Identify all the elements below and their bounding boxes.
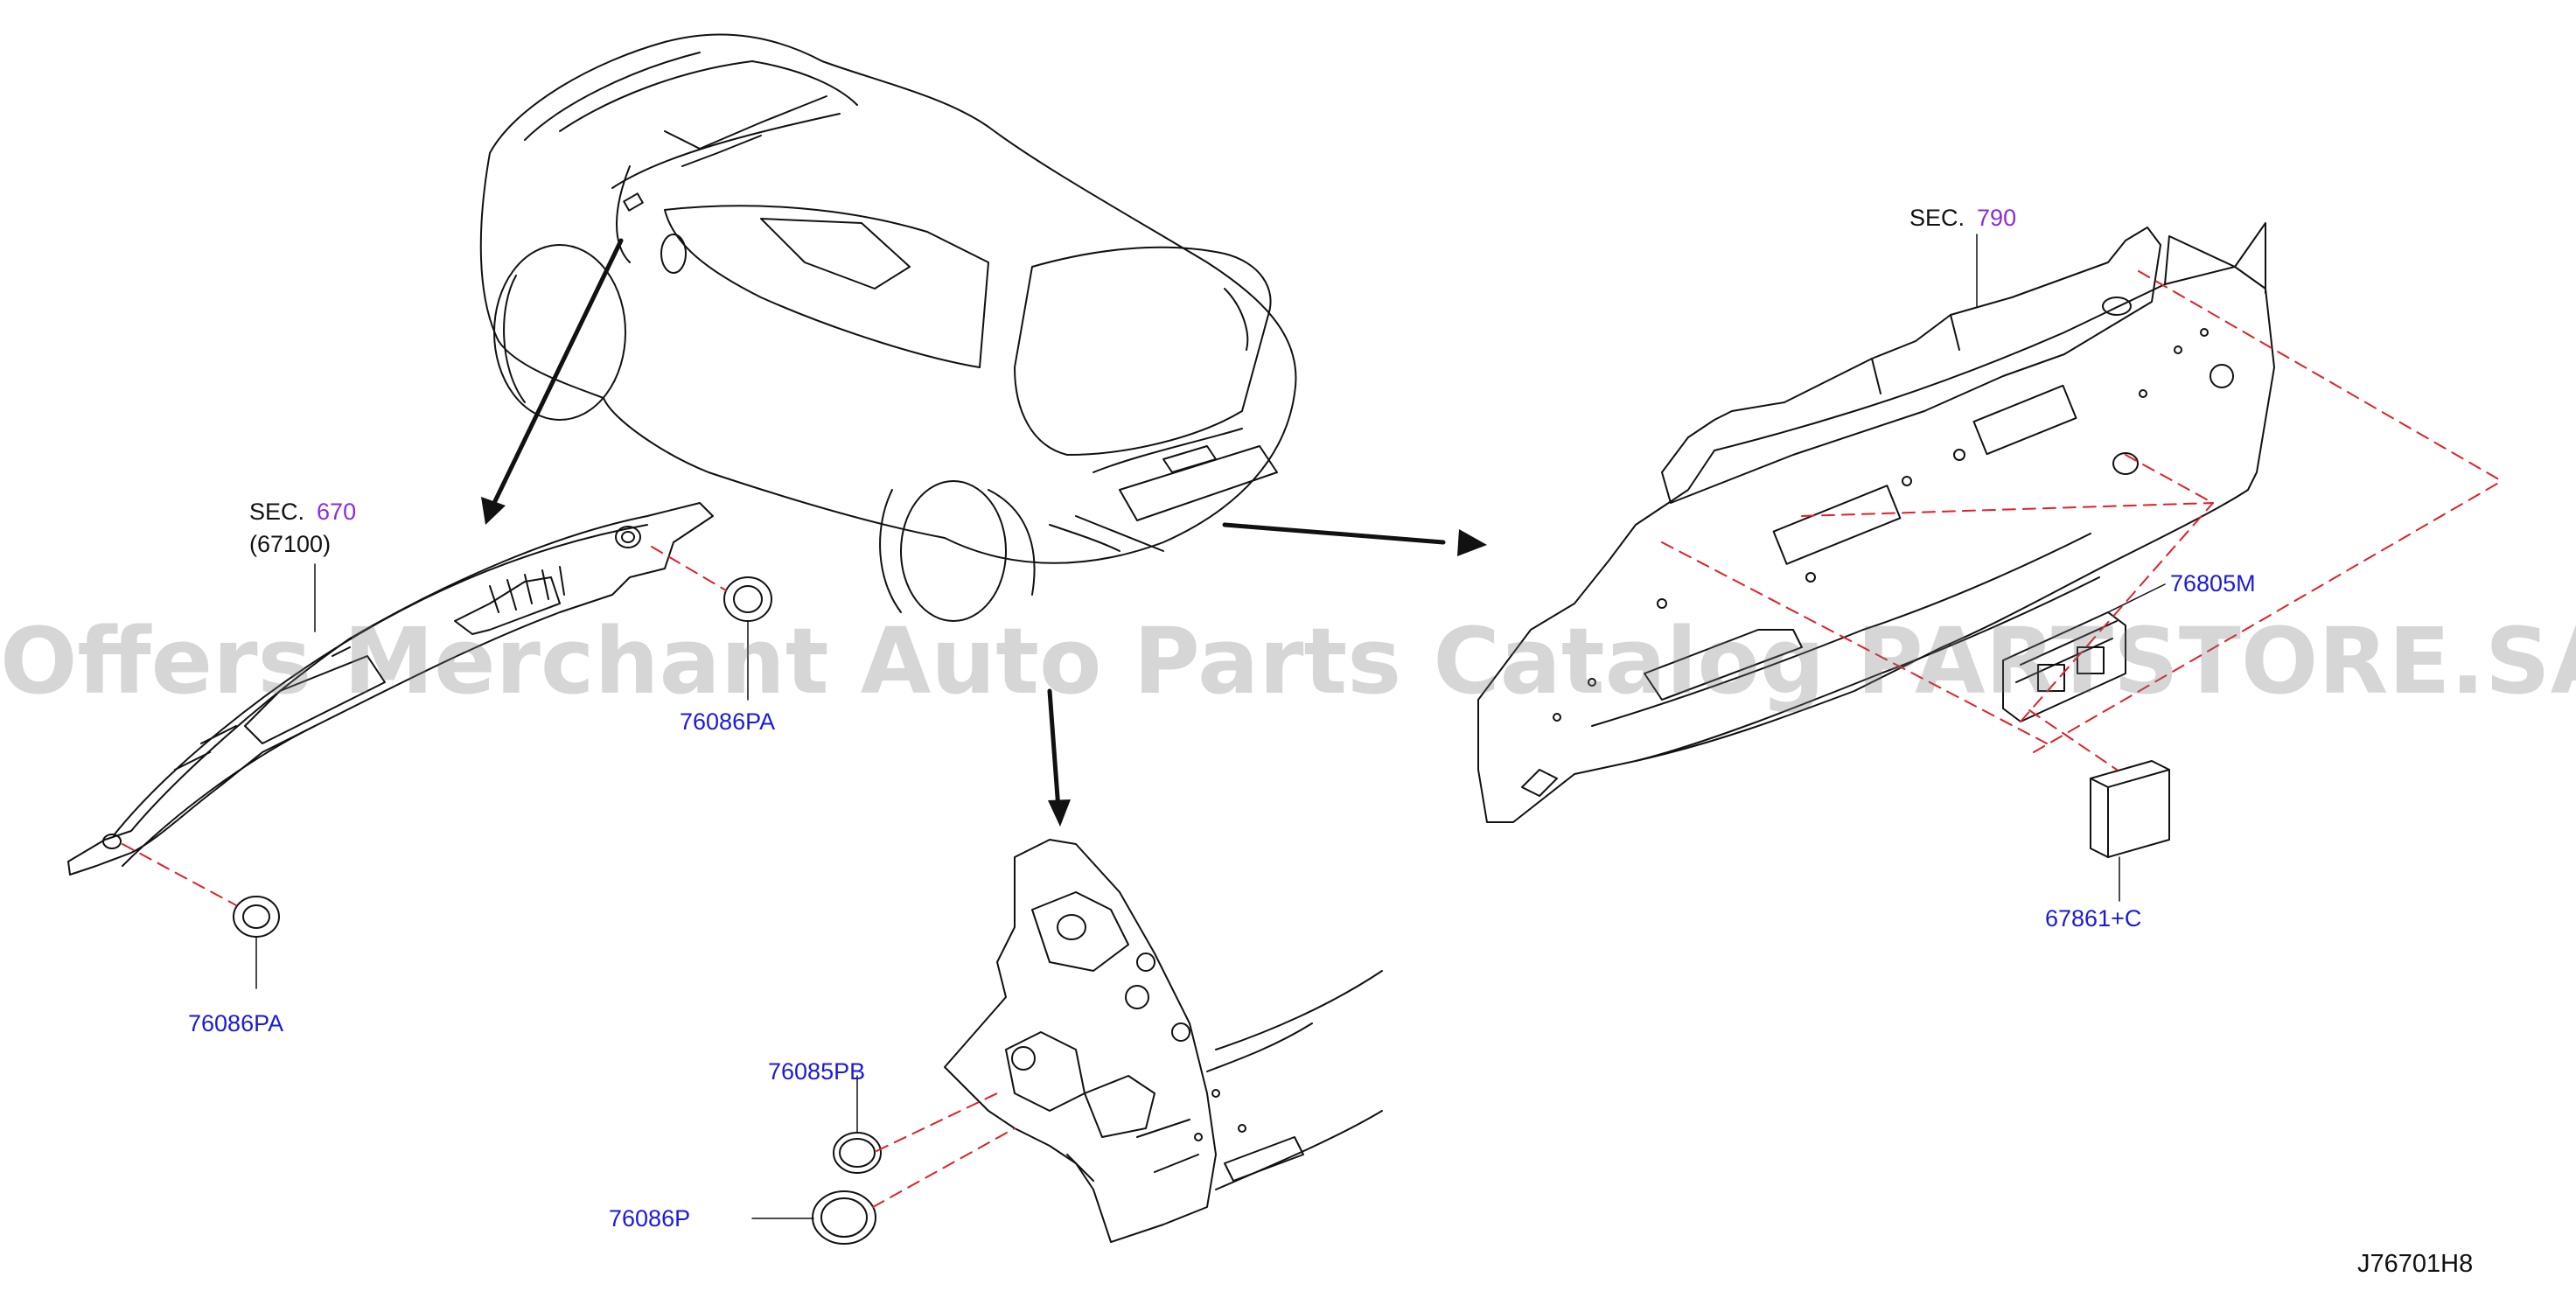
section-prefix: SEC. xyxy=(1909,205,1965,231)
block-67861C xyxy=(2090,760,2170,858)
section-label-790: SEC. 790 xyxy=(1909,205,2016,231)
section-prefix: SEC. xyxy=(249,499,305,525)
part-label-76805M[interactable]: 76805M xyxy=(2170,570,2256,597)
section-label-670: SEC. 670 xyxy=(249,499,356,525)
section-number[interactable]: 670 xyxy=(317,499,357,525)
dashed-leaders xyxy=(122,270,2503,1208)
part-label-76085PB[interactable]: 76085PB xyxy=(768,1058,866,1085)
part-label-67861C[interactable]: 67861+C xyxy=(2045,905,2142,932)
rear-panel xyxy=(1477,222,2275,823)
pointer-arrows xyxy=(492,238,1446,812)
part-label-76086PA-left[interactable]: 76086PA xyxy=(188,1010,284,1036)
quarter-inner-panel xyxy=(944,839,1383,1243)
leader-lines xyxy=(255,234,2166,1219)
part-label-76086P[interactable]: 76086P xyxy=(609,1205,691,1232)
section-sub-67100: (67100) xyxy=(249,531,332,557)
roof-rail-panel xyxy=(67,502,714,876)
clip-76805M xyxy=(2002,611,2126,722)
part-label-76086PA-right[interactable]: 76086PA xyxy=(680,708,776,735)
section-number[interactable]: 790 xyxy=(1977,205,2017,231)
vehicle-illustration xyxy=(479,33,1297,622)
drawing-id: J76701H8 xyxy=(2357,1250,2474,1278)
